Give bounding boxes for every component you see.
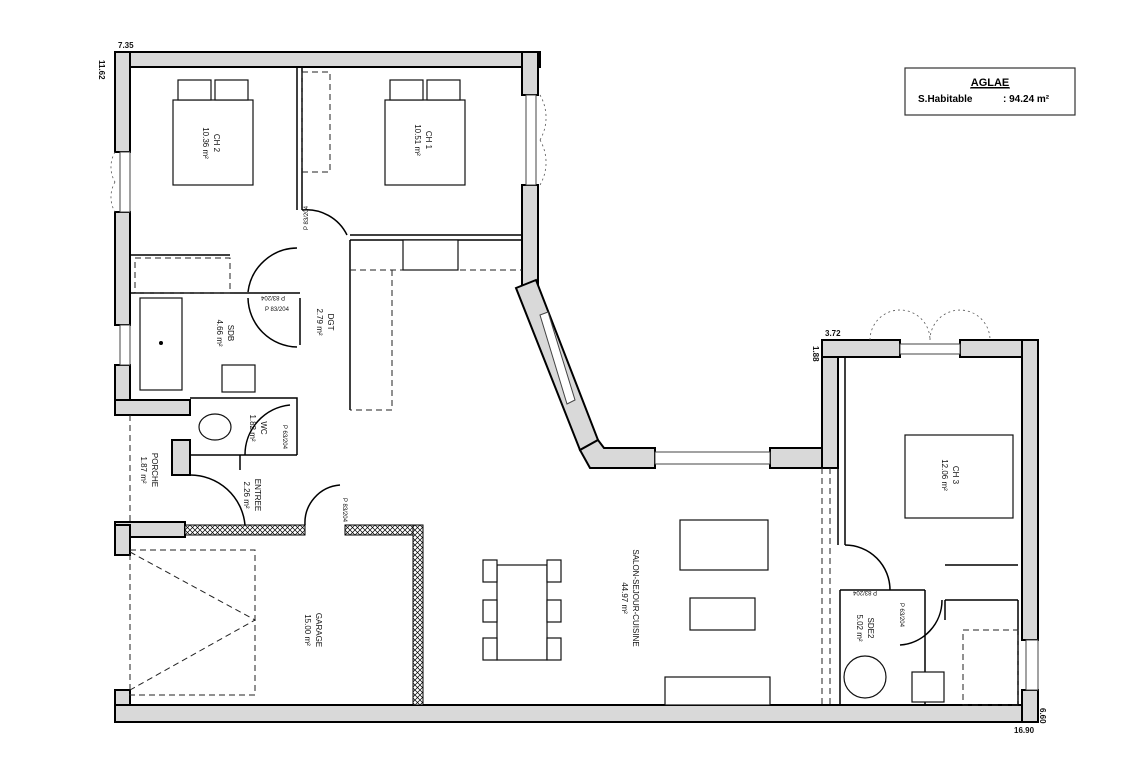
room-area: 10.51 m² [413, 124, 422, 156]
sink-sde2 [911, 671, 945, 703]
furniture [139, 79, 1019, 706]
door-label: P 63/204 [898, 603, 904, 628]
shower-tray [843, 655, 887, 699]
room-area: 1.82 m² [248, 414, 257, 441]
exterior-walls [114, 51, 1039, 723]
room-name: GARAGE [314, 613, 323, 647]
room-name: SDB [226, 325, 235, 341]
dimension-label: 11.62 [97, 60, 106, 80]
title-block: AGLAE S.Habitable : 94.24 m² [904, 67, 1076, 116]
door-label: P 83/204 [260, 294, 285, 300]
door-labels: P 83/204 P 83/204 P 83/204 P 63/204 P 83… [260, 205, 904, 627]
door-swings [189, 209, 943, 646]
room-area: 10.36 m² [201, 127, 210, 159]
shower [962, 629, 1019, 706]
room-area: 5.02 m² [855, 614, 864, 641]
habitable-area-label: S.Habitable [918, 94, 973, 105]
svg-text:SALON-SEJOUR-CUISINE44.97 m²: SALON-SEJOUR-CUISINE44.97 m² [620, 549, 640, 646]
room-area: 1.87 m² [139, 456, 148, 483]
door-label: P 83/204 [304, 205, 310, 230]
svg-text:SDB4.66 m²: SDB4.66 m² [215, 319, 235, 346]
dimensions: 7.35 11.62 3.72 1.88 6.60 16.90 [97, 41, 1047, 735]
room-name: WC [259, 421, 268, 435]
bed-ch3 [904, 434, 1014, 519]
project-name: AGLAE [971, 77, 1010, 89]
svg-text:CH 110.51 m²: CH 110.51 m² [413, 124, 433, 156]
svg-text:CH 210.36 m²: CH 210.36 m² [201, 127, 221, 159]
svg-text:DGT2.79 m²: DGT2.79 m² [315, 308, 335, 335]
svg-text:GARAGE15.00 m²: GARAGE15.00 m² [303, 613, 323, 647]
door-label: P 83/204 [852, 589, 877, 595]
room-name: CH 1 [424, 131, 433, 150]
room-area: 2.26 m² [242, 481, 251, 508]
dining-chairs [482, 559, 562, 661]
room-area: 15.00 m² [303, 614, 312, 646]
svg-text:SDE25.02 m²: SDE25.02 m² [855, 614, 875, 641]
room-labels: CH 210.36 m² CH 110.51 m² SDB4.66 m² DGT… [139, 124, 960, 647]
room-area: 12.06 m² [940, 459, 949, 491]
kitchen-sink [402, 239, 459, 271]
bed-ch2 [172, 99, 254, 186]
svg-text:WC1.82 m²: WC1.82 m² [248, 414, 268, 441]
sofa [679, 519, 769, 571]
room-name: CH 2 [212, 134, 221, 153]
room-name: ENTREE [253, 479, 262, 511]
room-area: 44.97 m² [620, 582, 629, 614]
svg-text:ENTREE2.26 m²: ENTREE2.26 m² [242, 479, 262, 511]
tv-unit [664, 676, 771, 706]
door-label: P 83/204 [341, 498, 347, 523]
dimension-label: 3.72 [825, 329, 841, 338]
room-area: 2.79 m² [315, 308, 324, 335]
door-label: P 83/204 [265, 307, 290, 313]
room-area: 4.66 m² [215, 319, 224, 346]
toilet [198, 413, 232, 441]
door-label: P 63/204 [281, 425, 287, 450]
windows [110, 94, 1039, 691]
habitable-area-value: : 94.24 m² [1003, 94, 1050, 105]
room-name: SALON-SEJOUR-CUISINE [631, 549, 640, 646]
dimension-label: 6.60 [1038, 708, 1047, 724]
room-name: CH 3 [951, 466, 960, 485]
room-name: PORCHE [150, 453, 159, 487]
dimension-label: 7.35 [118, 41, 134, 50]
dining-table [496, 564, 548, 661]
room-name: SDE2 [866, 618, 875, 639]
bathtub [139, 297, 183, 391]
svg-text:PORCHE1.87 m²: PORCHE1.87 m² [139, 453, 159, 487]
dimension-label: 16.90 [1014, 726, 1035, 735]
sink-sdb [221, 364, 256, 393]
dimension-label: 1.88 [811, 346, 820, 362]
coffee-table [689, 597, 756, 631]
room-name: DGT [326, 314, 335, 331]
bed-ch1 [384, 99, 466, 186]
svg-text:CH 312.06 m²: CH 312.06 m² [940, 459, 960, 491]
